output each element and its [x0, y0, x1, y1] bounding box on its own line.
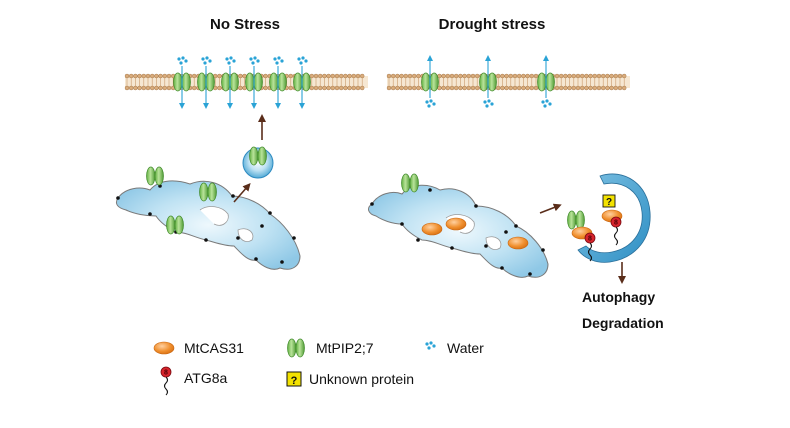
- svg-text:ATG8a: ATG8a: [184, 370, 228, 386]
- er-network-drought: [368, 173, 549, 278]
- legend: MtCAS31 MtPIP2;7 Water ATG8a ? Unknown p…: [153, 338, 484, 396]
- legend-mtcas31: MtCAS31: [153, 340, 244, 356]
- membrane-aquaporins-drought: [421, 55, 555, 108]
- svg-text:?: ?: [291, 375, 298, 387]
- svg-text:Unknown protein: Unknown protein: [309, 371, 414, 387]
- membrane-aquaporins-no-stress: [173, 56, 311, 109]
- legend-mtpip27: MtPIP2;7: [287, 338, 374, 358]
- phagophore: [577, 173, 651, 263]
- er-network-no-stress: [115, 166, 301, 270]
- cargo-complex: ?: [567, 194, 623, 262]
- no-stress-title: No Stress: [210, 16, 280, 33]
- unknown-protein-in-complex: ?: [606, 197, 612, 208]
- svg-text:Water: Water: [447, 340, 484, 356]
- arrow-er-to-autophagosome: [539, 203, 562, 214]
- autophagy-label: Autophagy: [582, 289, 655, 305]
- degradation-label: Degradation: [582, 315, 664, 331]
- legend-atg8a: ATG8a: [160, 366, 228, 396]
- svg-text:MtPIP2;7: MtPIP2;7: [316, 340, 374, 356]
- legend-unknown-protein: ? Unknown protein: [286, 371, 414, 387]
- legend-water: Water: [425, 340, 484, 356]
- svg-text:MtCAS31: MtCAS31: [184, 340, 244, 356]
- transport-vesicle: [242, 146, 274, 179]
- arrow-er-to-vesicle: [233, 182, 251, 203]
- drought-stress-title: Drought stress: [439, 16, 546, 33]
